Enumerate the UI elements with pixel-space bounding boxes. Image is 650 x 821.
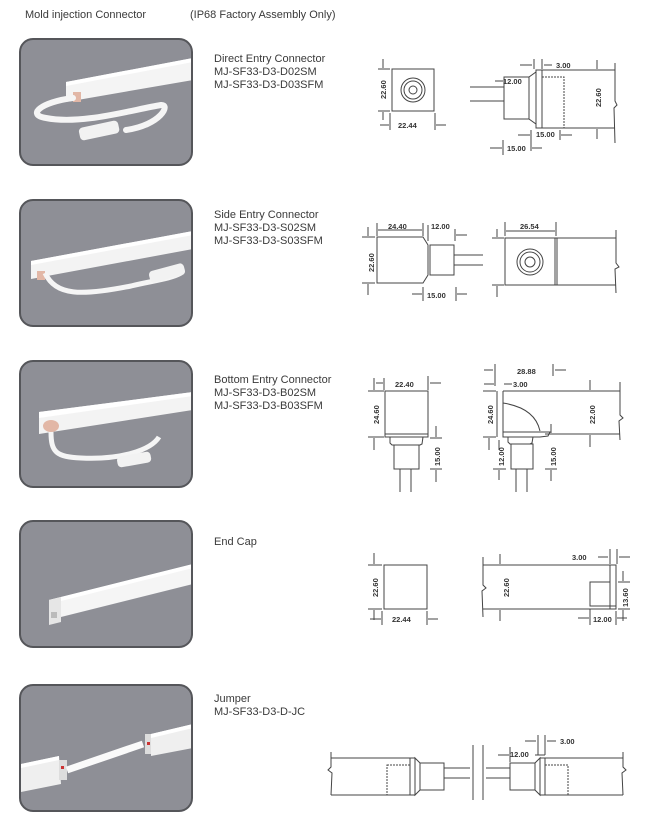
page-title: Mold injection Connector	[25, 9, 147, 21]
svg-text:3.00: 3.00	[513, 380, 528, 389]
svg-text:28.88: 28.88	[517, 367, 536, 376]
svg-text:3.00: 3.00	[556, 61, 571, 70]
direct-entry-drawing: 22.60 22.44 3.00 12.00 22.60 15.00 15.00	[378, 59, 618, 155]
svg-text:12.00: 12.00	[497, 447, 506, 466]
jumper-photo	[19, 684, 193, 812]
svg-text:12.00: 12.00	[510, 750, 529, 759]
svg-text:3.00: 3.00	[572, 553, 587, 562]
page-note: (IP68 Factory Assembly Only)	[190, 9, 336, 21]
direct-entry-photo	[19, 38, 193, 166]
svg-text:22.60: 22.60	[367, 253, 376, 272]
end-cap-text: End Cap	[214, 536, 257, 549]
bottom-entry-drawing: 22.40 24.60 15.00 28.88 3.00 24.60 22.00…	[368, 364, 624, 492]
side-entry-drawing: 24.40 12.00 22.60 15.00 26.54	[362, 222, 620, 301]
side-entry-text: Side Entry Connector MJ-SF33-D3-S02SM MJ…	[214, 209, 323, 248]
svg-text:3.00: 3.00	[560, 737, 575, 746]
svg-text:15.00: 15.00	[536, 130, 555, 139]
end-cap-drawing: 22.60 22.44 22.60 3.00 13.60 12.00	[368, 549, 630, 625]
svg-text:15.00: 15.00	[427, 291, 446, 300]
svg-text:24.40: 24.40	[388, 222, 407, 231]
section-name: Bottom Entry Connector	[214, 374, 332, 386]
svg-text:15.00: 15.00	[507, 144, 526, 153]
direct-entry-text: Direct Entry Connector MJ-SF33-D3-D02SM …	[214, 53, 325, 92]
bottom-entry-text: Bottom Entry Connector MJ-SF33-D3-B02SM …	[214, 374, 331, 413]
svg-text:12.00: 12.00	[431, 222, 450, 231]
svg-text:15.00: 15.00	[549, 447, 558, 466]
svg-text:22.60: 22.60	[594, 88, 603, 107]
jumper-text: Jumper MJ-SF33-D3-D-JC	[214, 693, 305, 719]
svg-text:22.44: 22.44	[392, 615, 412, 624]
model-number: MJ-SF33-D3-D-JC	[214, 706, 306, 718]
model-number: MJ-SF33-D3-D03SFM	[214, 79, 324, 91]
svg-text:22.60: 22.60	[371, 578, 380, 597]
svg-text:22.00: 22.00	[588, 405, 597, 424]
svg-text:22.60: 22.60	[502, 578, 511, 597]
svg-text:22.40: 22.40	[395, 380, 414, 389]
model-number: MJ-SF33-D3-D02SM	[214, 66, 317, 78]
model-number: MJ-SF33-D3-S03SFM	[214, 235, 323, 247]
svg-text:15.00: 15.00	[433, 447, 442, 466]
svg-text:24.60: 24.60	[486, 405, 495, 424]
svg-text:26.54: 26.54	[520, 222, 540, 231]
end-cap-photo	[19, 520, 193, 648]
side-entry-photo	[19, 199, 193, 327]
section-name: Side Entry Connector	[214, 209, 319, 221]
model-number: MJ-SF33-D3-B03SFM	[214, 400, 323, 412]
section-name: Direct Entry Connector	[214, 53, 326, 65]
svg-text:12.00: 12.00	[503, 77, 522, 86]
svg-text:12.00: 12.00	[593, 615, 612, 624]
svg-text:22.44: 22.44	[398, 121, 418, 130]
section-name: Jumper	[214, 693, 251, 705]
section-name: End Cap	[214, 536, 257, 548]
model-number: MJ-SF33-D3-S02SM	[214, 222, 317, 234]
bottom-entry-photo	[19, 360, 193, 488]
jumper-drawing: 3.00 12.00	[327, 735, 627, 800]
svg-text:22.60: 22.60	[379, 80, 388, 99]
svg-text:24.60: 24.60	[372, 405, 381, 424]
svg-text:13.60: 13.60	[621, 588, 630, 607]
model-number: MJ-SF33-D3-B02SM	[214, 387, 317, 399]
